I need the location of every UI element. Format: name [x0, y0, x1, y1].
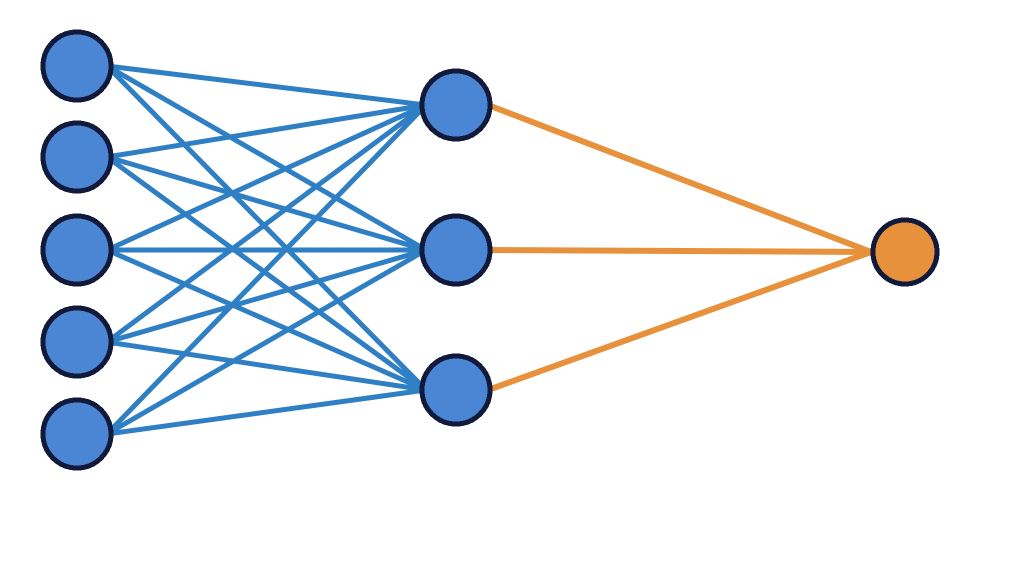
input-node-3	[40, 213, 114, 287]
edge-input-2-to-hidden-3	[103, 153, 430, 394]
edge-input-1-to-hidden-3	[103, 62, 430, 394]
edge-input-5-to-hidden-2	[103, 246, 430, 438]
edge-input-2-to-hidden-2	[103, 153, 430, 254]
edge-hidden-2-to-output-1	[484, 246, 875, 256]
input-node-4	[40, 305, 114, 379]
edge-input-5-to-hidden-1	[103, 101, 430, 438]
edge-input-4-to-hidden-3	[104, 339, 429, 393]
edge-input-4-to-hidden-1	[103, 101, 430, 346]
edge-input-4-to-hidden-2	[103, 246, 430, 346]
input-layer	[40, 29, 114, 471]
output-node-1	[870, 217, 940, 287]
input-to-hidden-connections	[103, 62, 430, 438]
input-node-2	[40, 120, 114, 194]
input-node-5	[40, 397, 114, 471]
hidden-node-3	[419, 353, 493, 427]
edge-input-3-to-hidden-1	[103, 101, 430, 254]
edge-input-5-to-hidden-3	[104, 387, 429, 437]
edge-hidden-1-to-output-1	[484, 101, 875, 256]
edge-input-2-to-hidden-1	[104, 102, 429, 160]
hidden-node-1	[419, 68, 493, 142]
edge-input-1-to-hidden-1	[104, 63, 429, 108]
edge-input-1-to-hidden-2	[103, 62, 430, 254]
hidden-node-2	[419, 213, 493, 287]
edge-input-3-to-hidden-3	[103, 246, 430, 394]
hidden-to-output-connections	[484, 101, 875, 394]
hidden-layer	[419, 68, 493, 427]
input-node-1	[40, 29, 114, 103]
output-layer	[870, 217, 940, 287]
edge-hidden-3-to-output-1	[484, 248, 875, 394]
